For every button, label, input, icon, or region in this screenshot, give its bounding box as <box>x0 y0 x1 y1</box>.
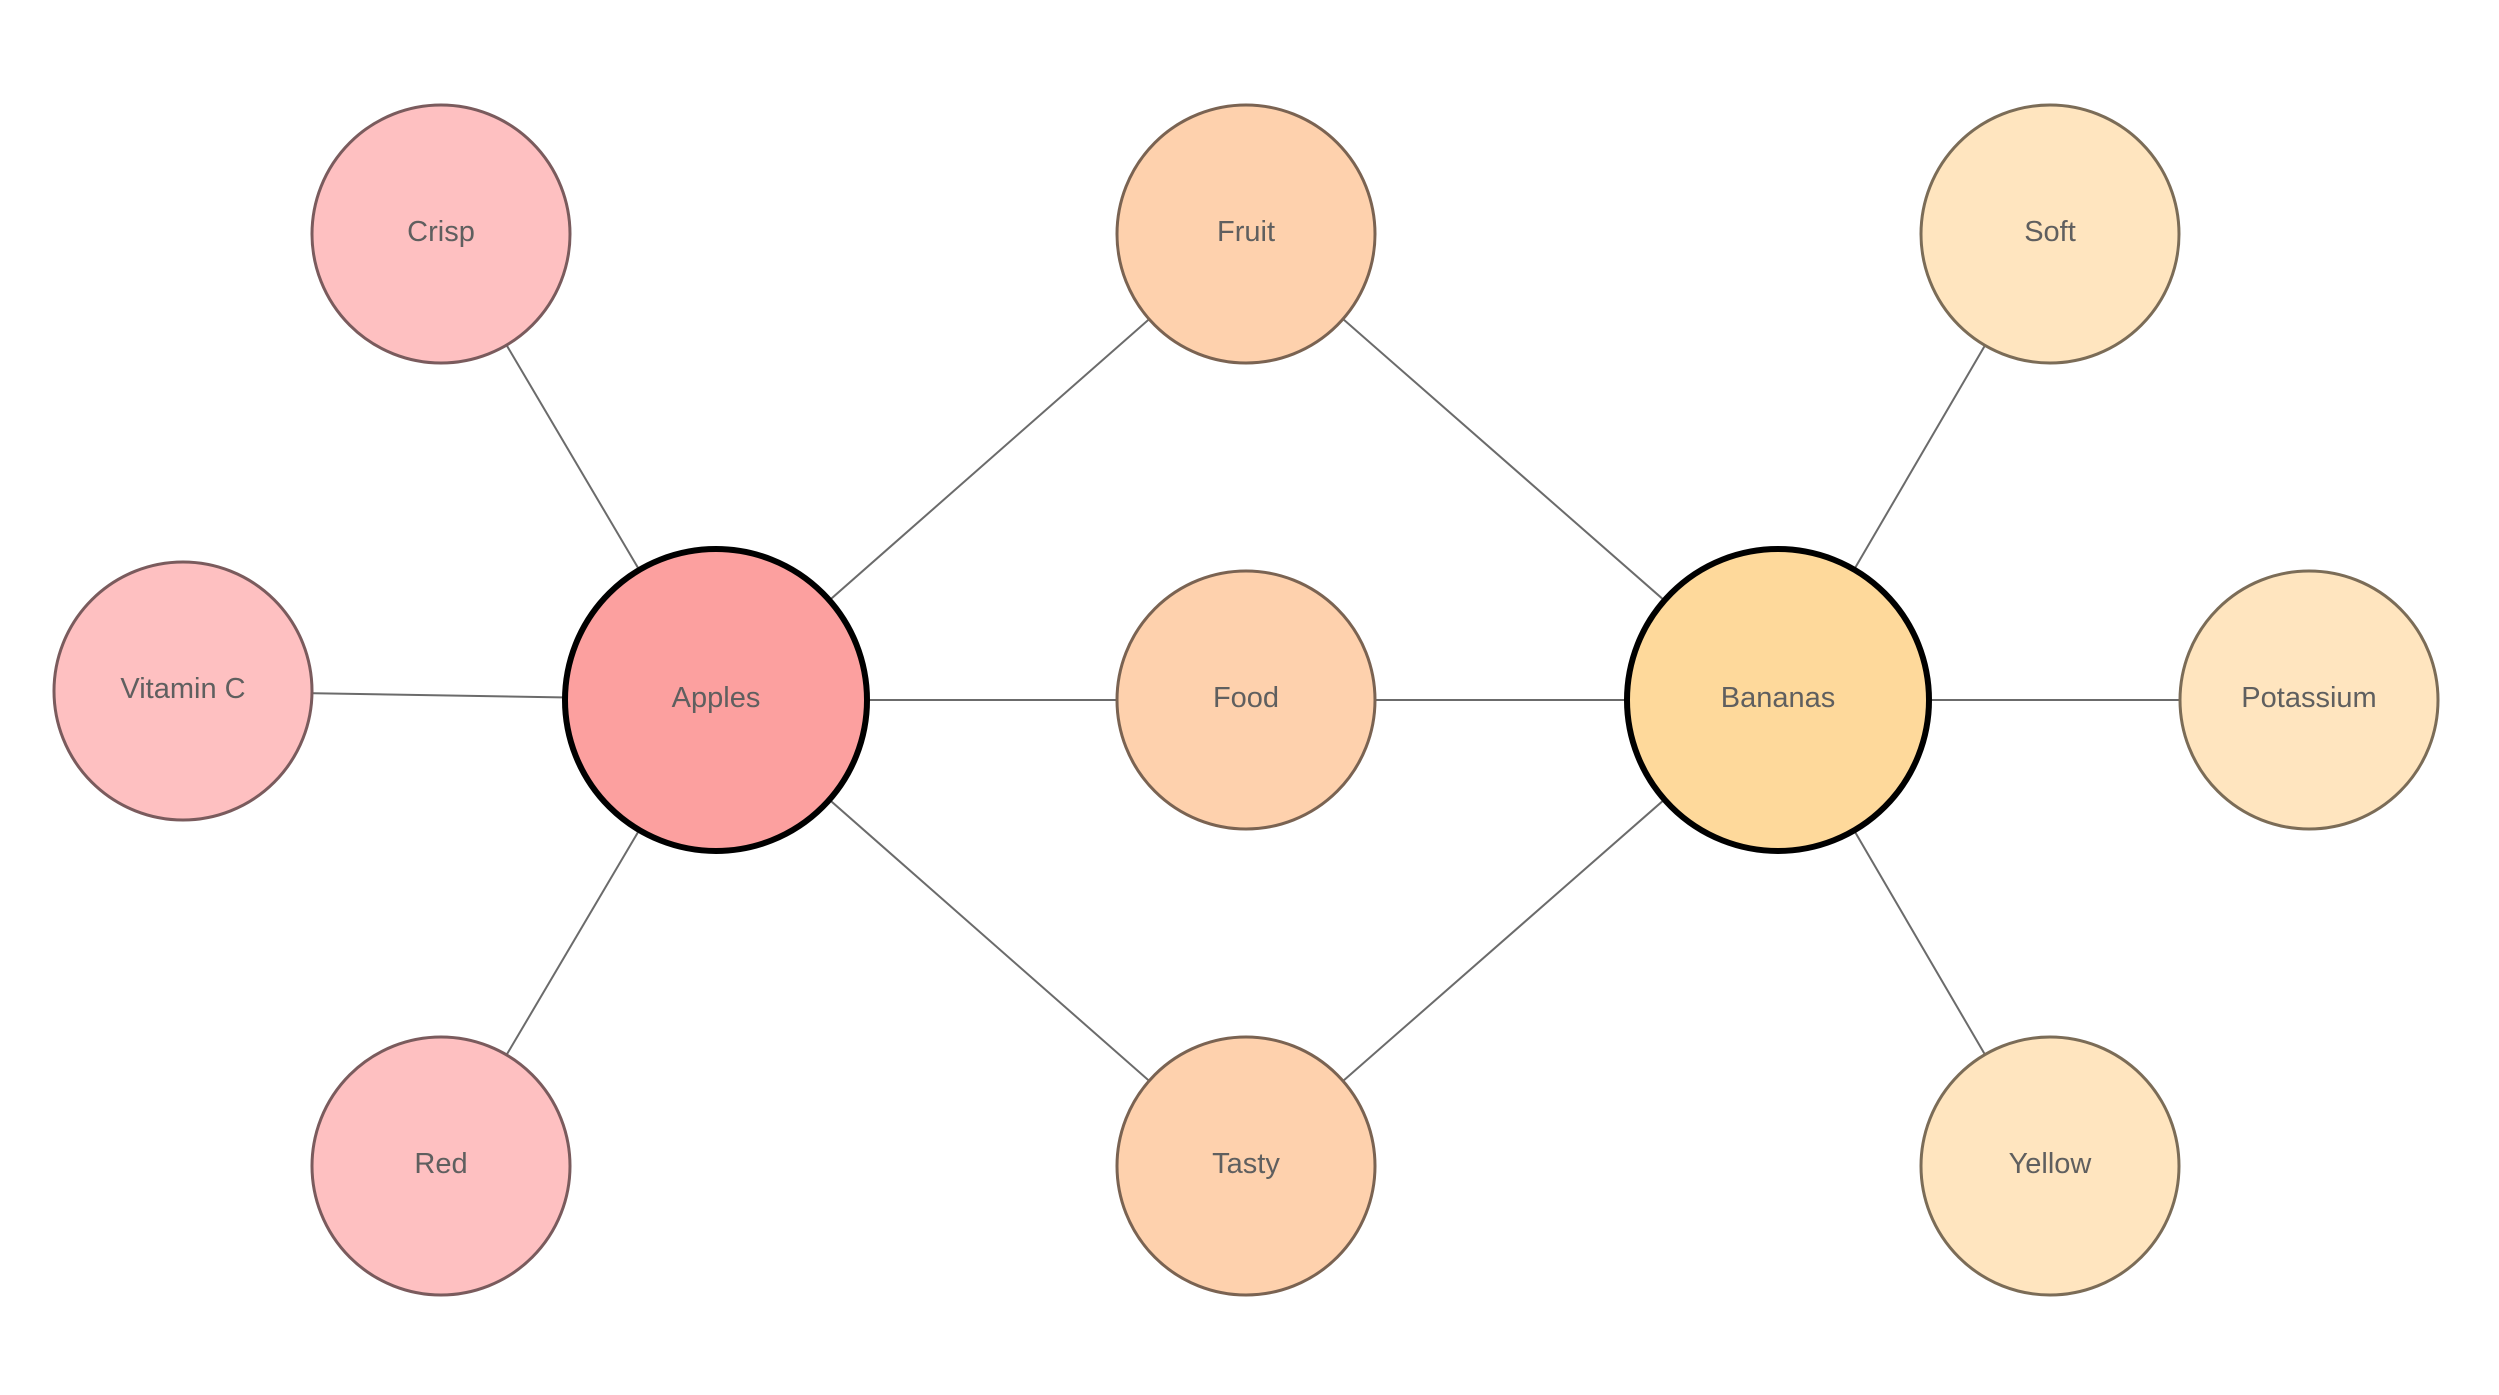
node-circle-red <box>310 1035 572 1297</box>
node-potassium: Potassium <box>2178 569 2440 831</box>
node-label-crisp: Crisp <box>407 216 475 248</box>
node-circle-vitamin-c <box>52 560 314 822</box>
node-apples: Apples <box>562 546 870 854</box>
node-circle-apples <box>562 546 870 854</box>
node-circle-food <box>1115 569 1377 831</box>
node-circle-potassium <box>2178 569 2440 831</box>
node-label-potassium: Potassium <box>2241 682 2376 714</box>
node-label-vitamin-c: Vitamin C <box>120 673 245 705</box>
node-label-red: Red <box>414 1148 467 1180</box>
node-label-soft: Soft <box>2024 216 2076 248</box>
node-fruit: Fruit <box>1115 103 1377 365</box>
node-soft: Soft <box>1919 103 2181 365</box>
node-label-bananas: Bananas <box>1721 682 1836 714</box>
node-red: Red <box>310 1035 572 1297</box>
node-label-food: Food <box>1213 682 1279 714</box>
node-circle-crisp <box>310 103 572 365</box>
node-bananas: Bananas <box>1624 546 1932 854</box>
node-label-tasty: Tasty <box>1212 1148 1280 1180</box>
node-label-fruit: Fruit <box>1217 216 1275 248</box>
node-circle-bananas <box>1624 546 1932 854</box>
node-label-yellow: Yellow <box>2009 1148 2093 1180</box>
node-circle-fruit <box>1115 103 1377 365</box>
node-crisp: Crisp <box>310 103 572 365</box>
node-food: Food <box>1115 569 1377 831</box>
node-circle-yellow <box>1919 1035 2181 1297</box>
node-label-apples: Apples <box>672 682 761 714</box>
node-tasty: Tasty <box>1115 1035 1377 1297</box>
node-circle-tasty <box>1115 1035 1377 1297</box>
node-vitamin-c: Vitamin C <box>52 560 314 822</box>
node-yellow: Yellow <box>1919 1035 2181 1297</box>
node-circle-soft <box>1919 103 2181 365</box>
